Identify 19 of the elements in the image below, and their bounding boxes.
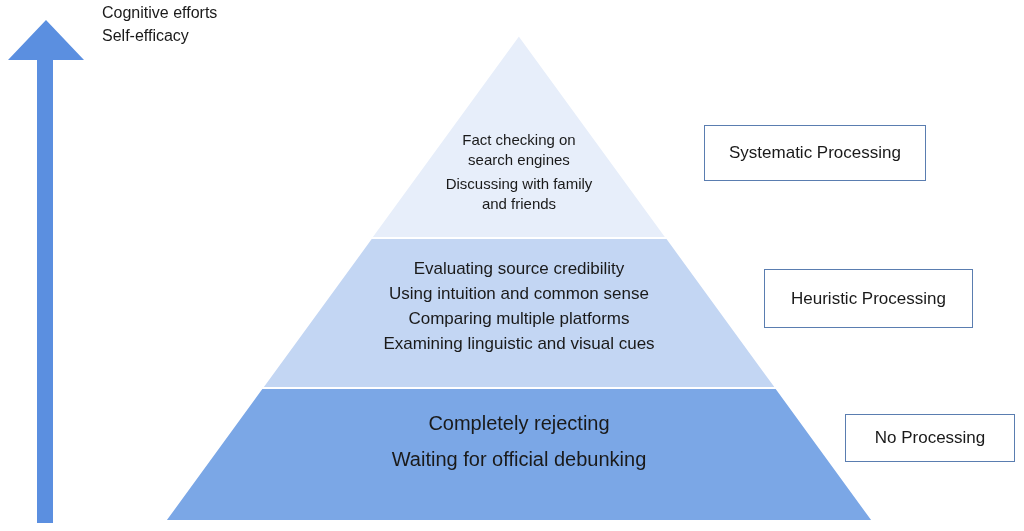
strategy-text: Evaluating source credibility (413, 258, 625, 280)
processing-box (704, 125, 926, 181)
strategy-text: Discussing with family and friends (444, 174, 594, 213)
axis-label: Cognitive efforts (102, 4, 218, 22)
processing-box (845, 414, 1015, 462)
strategy-text: Comparing multiple platforms (408, 308, 630, 331)
processing-label: No Processing (874, 428, 986, 448)
strategy-text: Examining linguistic and visual cues (383, 333, 655, 356)
strategy-text: Using intuition and common sense (389, 283, 649, 306)
strategy-text: Completely rejecting (428, 411, 610, 436)
processing-label: Systematic Processing (729, 143, 901, 163)
strategy-text: Waiting for official debunking (391, 447, 647, 472)
axis-label: Self-efficacy (102, 27, 189, 45)
pyramid-tier (371, 35, 667, 238)
processing-label: Heuristic Processing (791, 288, 946, 309)
pyramid-tier (165, 388, 873, 521)
processing-box (764, 269, 973, 328)
strategy-text: Fact checking on search engines (461, 130, 577, 169)
pyramid-tier (261, 238, 777, 388)
